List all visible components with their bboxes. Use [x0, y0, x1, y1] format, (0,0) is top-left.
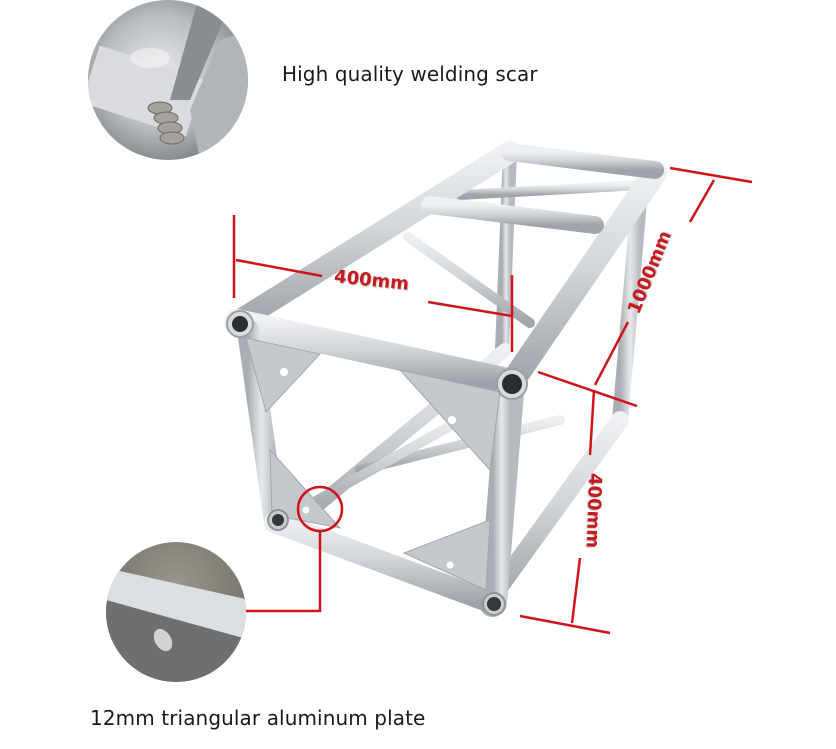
weld-closeup-inset [88, 0, 248, 160]
weld-caption: High quality welding scar [282, 62, 538, 86]
dim-height-tick-bottom [519, 614, 611, 635]
dim-length-tick-top [669, 166, 753, 184]
dimension-lines [232, 166, 753, 635]
plate-leader-line [246, 531, 322, 613]
height-dimension-label: 400mm [581, 472, 606, 549]
dim-length-tick-bottom [537, 370, 638, 408]
plate-caption: 12mm triangular aluminum plate [90, 706, 426, 730]
plate-closeup-inset [106, 542, 246, 682]
